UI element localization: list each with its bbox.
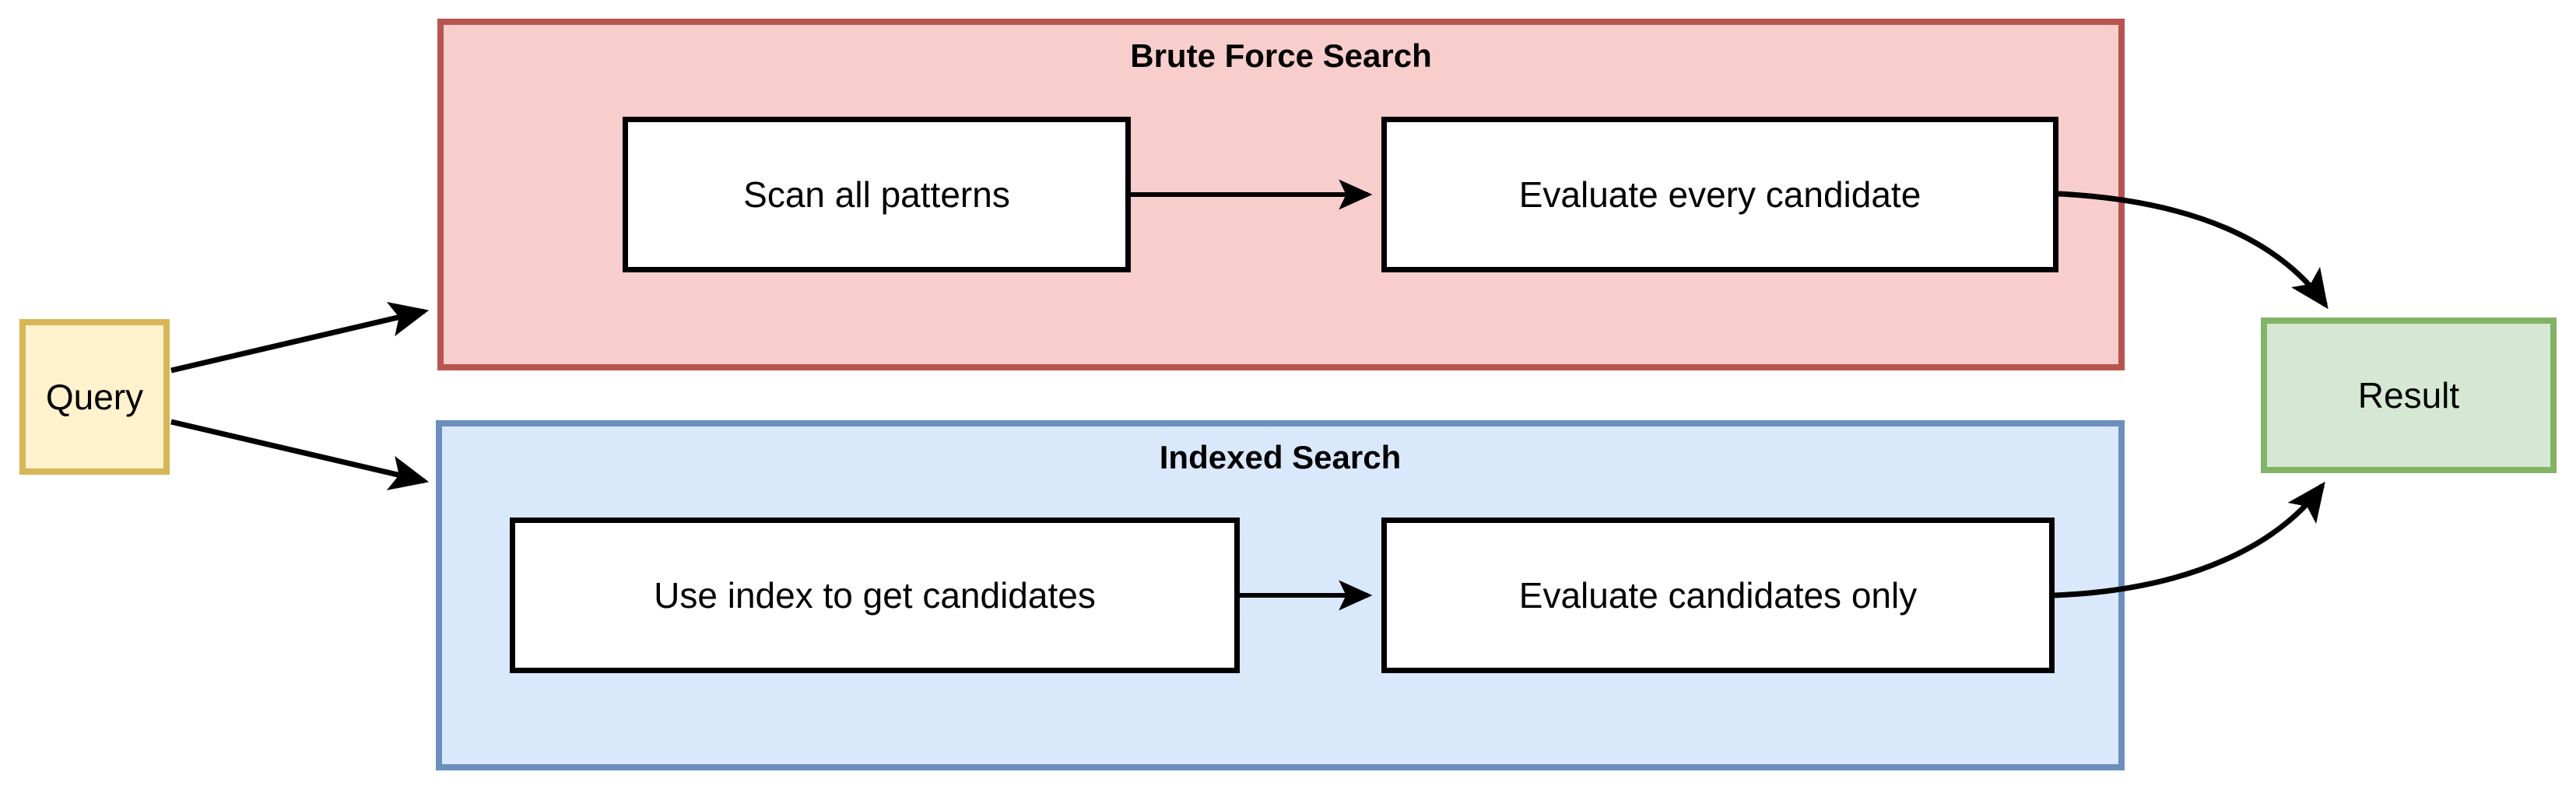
node-use-index-to-get-candidates[interactable]: Use index to get candidates (510, 518, 1240, 673)
node-use-index-to-get-candidates-label: Use index to get candidates (654, 575, 1096, 616)
node-scan-all-patterns[interactable]: Scan all patterns (623, 117, 1131, 272)
node-evaluate-every-candidate-label: Evaluate every candidate (1518, 174, 1921, 215)
node-query[interactable]: Query (19, 319, 170, 475)
group-indexed-search-title: Indexed Search (1159, 439, 1402, 475)
node-evaluate-candidates-only[interactable]: Evaluate candidates only (1381, 518, 2055, 673)
node-query-label: Query (45, 376, 144, 417)
node-evaluate-candidates-only-label: Evaluate candidates only (1518, 575, 1918, 616)
node-result[interactable]: Result (2261, 318, 2557, 473)
edge-query-to-brute-force (170, 301, 430, 374)
node-scan-all-patterns-label: Scan all patterns (743, 174, 1010, 215)
node-result-label: Result (2357, 374, 2460, 416)
group-brute-force-search-title: Brute Force Search (1130, 37, 1432, 74)
edge-query-to-indexed (170, 419, 430, 491)
node-evaluate-every-candidate[interactable]: Evaluate every candidate (1381, 117, 2058, 272)
